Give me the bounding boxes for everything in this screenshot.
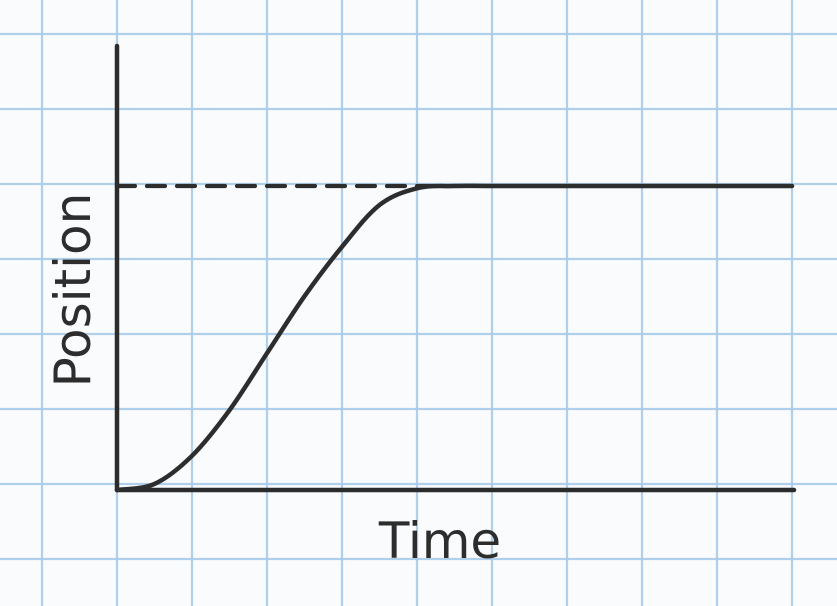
x-axis-label: Time: [378, 512, 501, 570]
chart-marks: [114, 43, 797, 493]
position-curve: [114, 183, 795, 493]
y-axis-label: Position: [44, 193, 102, 388]
